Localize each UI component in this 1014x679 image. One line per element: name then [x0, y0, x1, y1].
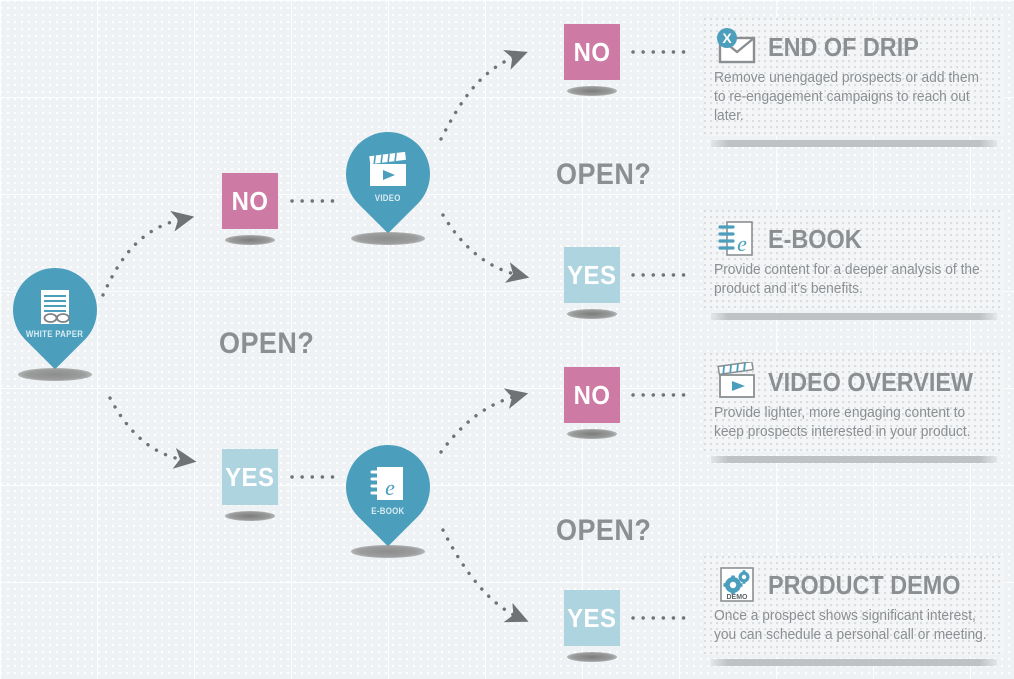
arrow-whitepaper-to-no: [101, 210, 195, 297]
droplet-label-ebook: E-BOOK: [371, 506, 405, 516]
card-body: X END OF DRIP Remove unengaged prospects…: [704, 18, 1004, 137]
clapperboard-play-icon: [717, 362, 755, 398]
chip-box: NO: [564, 24, 620, 80]
chip-label: YES: [567, 259, 617, 290]
clapperboard-play-icon: [369, 151, 406, 186]
chip-shadow: [225, 511, 275, 521]
document-glasses-icon: [41, 290, 70, 324]
chip-shadow: [225, 235, 275, 245]
decision-label-open-1: OPEN?: [219, 327, 315, 360]
chip-label: NO: [573, 379, 611, 410]
card-shadow-bar: [711, 659, 997, 667]
card-shadow-bar: [711, 313, 997, 321]
svg-text:DEMO: DEMO: [727, 594, 749, 601]
chip-yes-ebook-card[interactable]: YES: [564, 247, 620, 319]
chip-no-video-branch[interactable]: NO: [222, 173, 278, 245]
chip-box: NO: [564, 367, 620, 423]
card-title: E-BOOK: [768, 224, 862, 254]
card-body: DEMO PRODUCT DEMO Once a prospect shows …: [704, 556, 1004, 656]
chip-box: NO: [222, 173, 278, 229]
chip-label: NO: [231, 185, 269, 216]
card-shadow-bar: [711, 456, 997, 464]
card-title: VIDEO OVERVIEW: [768, 367, 974, 397]
droplet-label-video: VIDEO: [375, 193, 401, 203]
card-shadow-bar: [711, 140, 997, 148]
gears-demo-icon: DEMO: [720, 567, 754, 602]
card-description: Provide lighter, more engaging content t…: [714, 405, 971, 441]
droplet-shape-ebook: e E-BOOK: [328, 427, 448, 547]
card-end-of-drip[interactable]: X END OF DRIP Remove unengaged prospects…: [704, 18, 1004, 148]
chip-yes-product-demo[interactable]: YES: [564, 590, 620, 662]
card-title: PRODUCT DEMO: [768, 570, 961, 600]
droplet-label-white-paper: WHITE PAPER: [26, 329, 84, 339]
envelope-x-icon: X: [717, 28, 756, 64]
chip-label: YES: [225, 461, 275, 492]
shadow-video: [351, 232, 425, 245]
node-ebook[interactable]: e E-BOOK: [328, 427, 448, 558]
card-description: Provide content for a deeper analysis of…: [714, 262, 980, 298]
chip-shadow: [567, 86, 617, 96]
card-product-demo[interactable]: DEMO PRODUCT DEMO Once a prospect shows …: [704, 556, 1004, 667]
svg-text:e: e: [385, 475, 395, 500]
chip-shadow: [567, 309, 617, 319]
chip-no-end-of-drip[interactable]: NO: [564, 24, 620, 96]
shadow-white-paper: [18, 368, 92, 381]
chip-no-video-overview[interactable]: NO: [564, 367, 620, 439]
droplet-shape-video: VIDEO: [328, 114, 448, 234]
chip-yes-ebook-branch[interactable]: YES: [222, 449, 278, 521]
card-header: DEMO PRODUCT DEMO: [714, 565, 994, 605]
card-title: END OF DRIP: [768, 32, 919, 62]
chip-shadow: [567, 429, 617, 439]
card-header: e E-BOOK: [714, 219, 994, 259]
chip-label: NO: [573, 36, 611, 67]
ebook-icon: e: [370, 467, 403, 500]
chip-box: YES: [222, 449, 278, 505]
decision-label-open-2: OPEN?: [556, 158, 652, 191]
chip-label: YES: [567, 602, 617, 633]
arrow-ebook-to-yes: [441, 528, 529, 623]
arrow-video-to-yes: [441, 213, 530, 283]
chip-shadow: [567, 652, 617, 662]
card-e-book[interactable]: e E-BOOK Provide content for a deeper an…: [704, 210, 1004, 321]
arrow-whitepaper-to-yes: [108, 396, 197, 469]
card-video-overview[interactable]: VIDEO OVERVIEW Provide lighter, more eng…: [704, 353, 1004, 464]
card-header: VIDEO OVERVIEW: [714, 362, 994, 402]
node-video[interactable]: VIDEO: [328, 114, 448, 245]
card-body: VIDEO OVERVIEW Provide lighter, more eng…: [704, 353, 1004, 453]
arrow-ebook-to-no: [439, 388, 529, 454]
arrow-video-to-no: [439, 50, 528, 141]
chip-box: YES: [564, 590, 620, 646]
svg-text:X: X: [722, 30, 732, 46]
svg-text:e: e: [737, 231, 747, 256]
shadow-ebook: [351, 545, 425, 558]
ebook-icon: e: [718, 221, 753, 256]
decision-label-open-3: OPEN?: [556, 514, 652, 547]
chip-box: YES: [564, 247, 620, 303]
card-body: e E-BOOK Provide content for a deeper an…: [704, 210, 1004, 310]
droplet-shape-white-paper: WHITE PAPER: [0, 250, 115, 370]
card-description: Once a prospect shows significant intere…: [714, 608, 987, 644]
node-white-paper[interactable]: WHITE PAPER: [0, 250, 115, 381]
card-header: X END OF DRIP: [714, 27, 994, 67]
card-description: Remove unengaged prospects or add them t…: [714, 70, 979, 125]
